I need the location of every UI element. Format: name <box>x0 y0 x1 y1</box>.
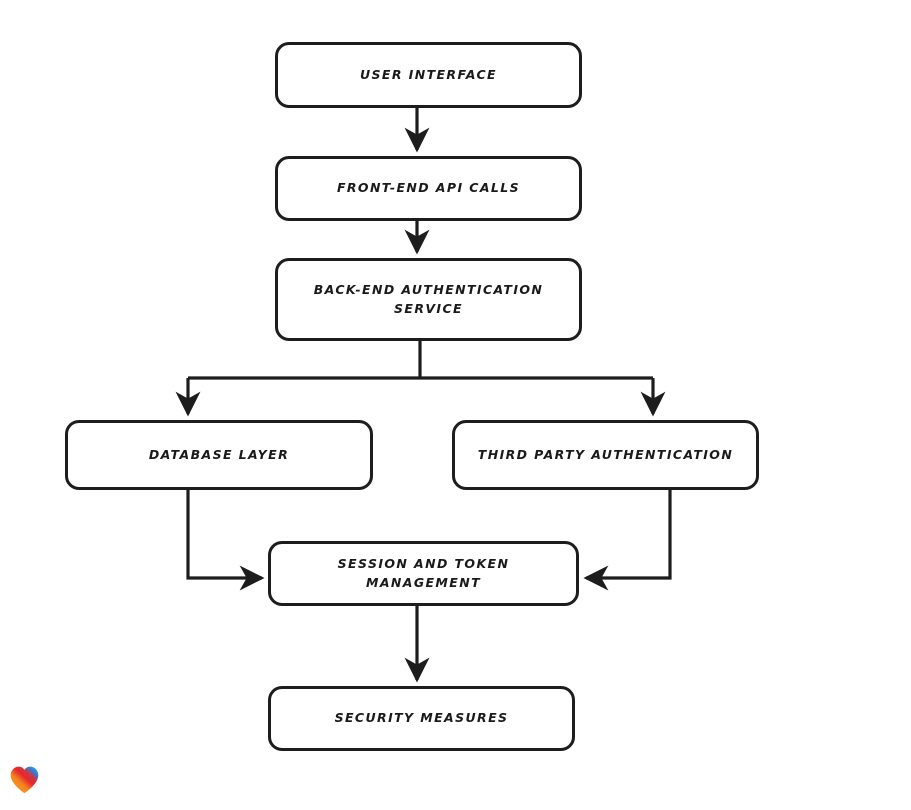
node-backend-auth[interactable]: BACK-END AUTHENTICATION SERVICE <box>275 258 582 341</box>
heart-icon <box>10 766 39 794</box>
edge-third-party-auth-to-session-token <box>583 490 672 591</box>
node-user-interface-label: USER INTERFACE <box>359 66 497 82</box>
node-frontend-api-label: FRONT-END API CALLS <box>336 180 521 196</box>
node-user-interface[interactable]: USER INTERFACE <box>275 42 582 108</box>
node-session-token[interactable]: SESSION AND TOKEN MANAGEMENT <box>268 541 579 606</box>
node-third-party-auth-label: THIRD PARTY AUTHENTICATION <box>477 446 734 462</box>
node-database-layer-label: DATABASE LAYER <box>148 446 290 462</box>
node-backend-auth-label: BACK-END AUTHENTICATION SERVICE <box>313 282 544 316</box>
node-database-layer[interactable]: DATABASE LAYER <box>65 420 373 490</box>
node-third-party-auth[interactable]: THIRD PARTY AUTHENTICATION <box>452 420 759 490</box>
node-security-measures[interactable]: SECURITY MEASURES <box>268 686 575 751</box>
node-frontend-api[interactable]: FRONT-END API CALLS <box>275 156 582 221</box>
edge-database-layer-to-session-token <box>186 490 265 591</box>
node-security-measures-label: SECURITY MEASURES <box>334 710 509 726</box>
node-session-token-label: SESSION AND TOKEN MANAGEMENT <box>337 556 510 590</box>
